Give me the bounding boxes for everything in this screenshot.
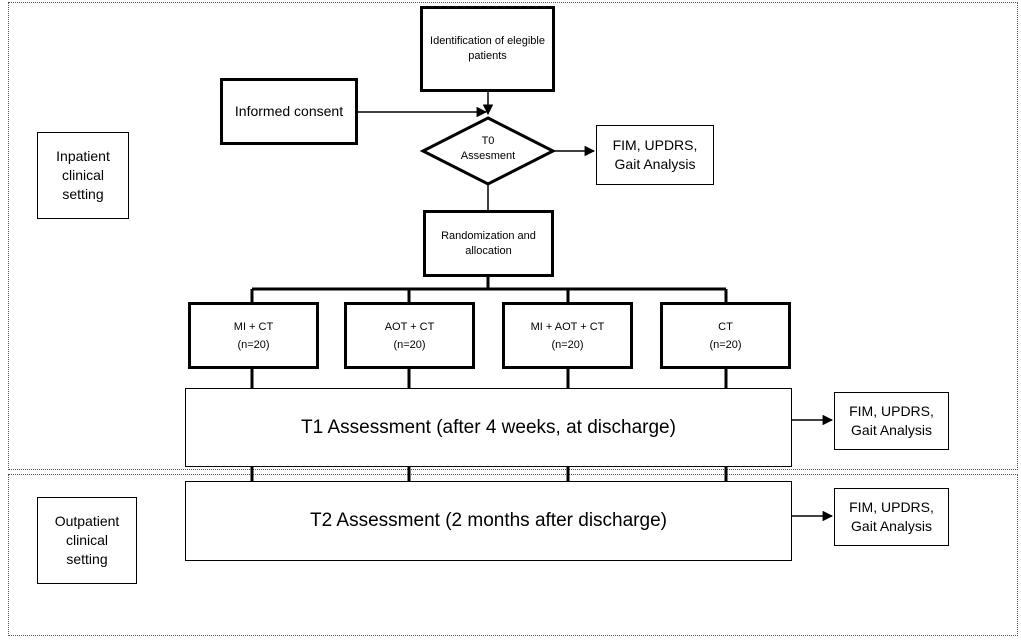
outpatient-region bbox=[8, 474, 1018, 636]
t0-assessment-diamond bbox=[419, 116, 557, 186]
group-box-ct: CT (n=20) bbox=[660, 302, 791, 369]
inpatient-region bbox=[8, 2, 1018, 470]
t2-assessment-box: T2 Assessment (2 months after discharge) bbox=[185, 481, 792, 561]
group-size: (n=20) bbox=[709, 338, 742, 351]
outpatient-setting-label: Outpatient clinical setting bbox=[37, 497, 137, 584]
inpatient-setting-label: Inpatient clinical setting bbox=[37, 132, 129, 219]
group-size: (n=20) bbox=[551, 338, 584, 351]
t0-assessment-label: T0 Assesment bbox=[460, 135, 516, 162]
randomization-box: Randomization and allocation bbox=[423, 210, 554, 277]
group-size: (n=20) bbox=[237, 338, 270, 351]
identification-box: Identification of elegible patients bbox=[420, 6, 555, 92]
t2-outcomes-box: FIM, UPDRS, Gait Analysis bbox=[834, 488, 949, 546]
group-name: MI + AOT + CT bbox=[530, 320, 605, 333]
informed-consent-box: Informed consent bbox=[220, 78, 358, 145]
group-size: (n=20) bbox=[393, 338, 426, 351]
group-box-mi-aot-ct: MI + AOT + CT (n=20) bbox=[502, 302, 633, 369]
group-box-mi-ct: MI + CT (n=20) bbox=[188, 302, 319, 369]
group-name: CT bbox=[718, 320, 733, 333]
group-name: AOT + CT bbox=[384, 320, 435, 333]
t1-outcomes-box: FIM, UPDRS, Gait Analysis bbox=[834, 392, 949, 450]
group-name: MI + CT bbox=[233, 320, 274, 333]
group-box-aot-ct: AOT + CT (n=20) bbox=[344, 302, 475, 369]
t0-outcomes-box: FIM, UPDRS, Gait Analysis bbox=[596, 125, 714, 185]
t1-assessment-box: T1 Assessment (after 4 weeks, at dischar… bbox=[185, 388, 792, 467]
